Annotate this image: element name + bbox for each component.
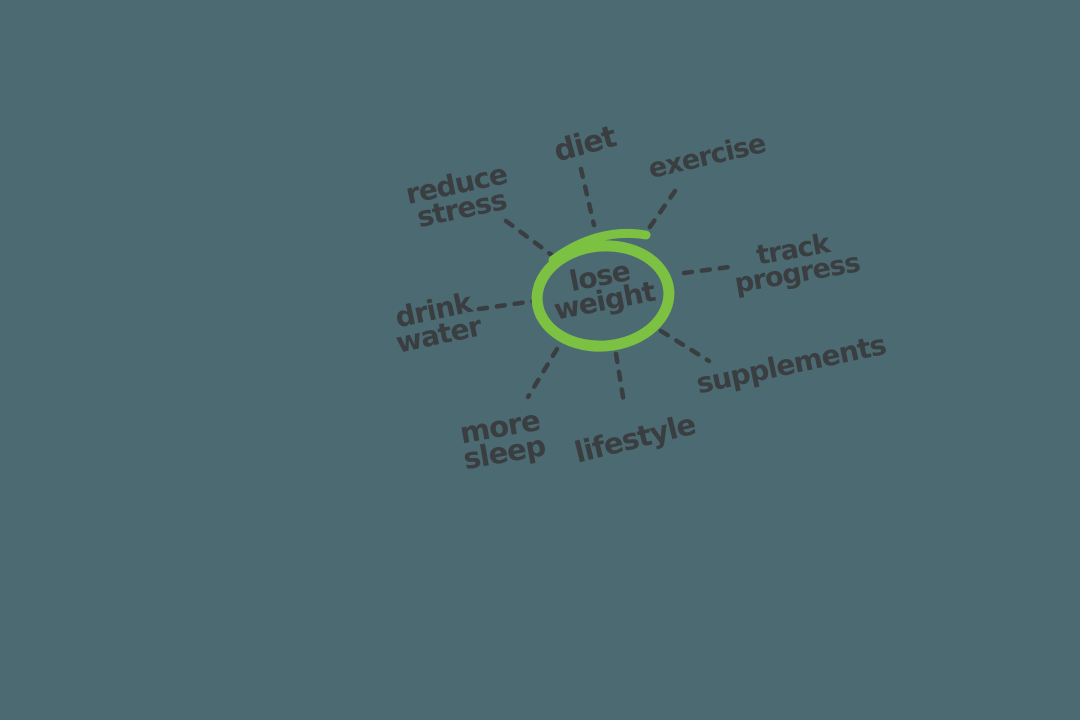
node-diet: diet: [550, 119, 620, 170]
node-exercise: exercise: [645, 128, 769, 186]
node-label: diet: [550, 119, 620, 170]
connector-exercise: [642, 188, 678, 237]
connector-supplements: [658, 328, 712, 364]
connector-lifestyle: [613, 351, 627, 406]
node-supplements: supplements: [693, 328, 889, 401]
node-label: exercise: [645, 128, 769, 186]
node-label: supplements: [693, 328, 889, 401]
circle-tail-stroke: [548, 228, 651, 265]
node-track-progress: track progress: [729, 228, 862, 299]
connector-track-progress: [681, 263, 740, 276]
node-more-sleep: more sleep: [457, 403, 547, 476]
connector-drink-water: [476, 298, 537, 312]
node-label: lifestyle: [571, 406, 699, 470]
connector-diet: [578, 166, 597, 228]
connector-more-sleep: [525, 346, 560, 400]
connector-reduce-stress: [503, 218, 556, 259]
node-drink-water: drink water: [389, 286, 484, 359]
node-reduce-stress: reduce stress: [403, 157, 514, 233]
node-lifestyle: lifestyle: [571, 406, 699, 470]
node-lose-weight: lose weight: [547, 254, 657, 326]
